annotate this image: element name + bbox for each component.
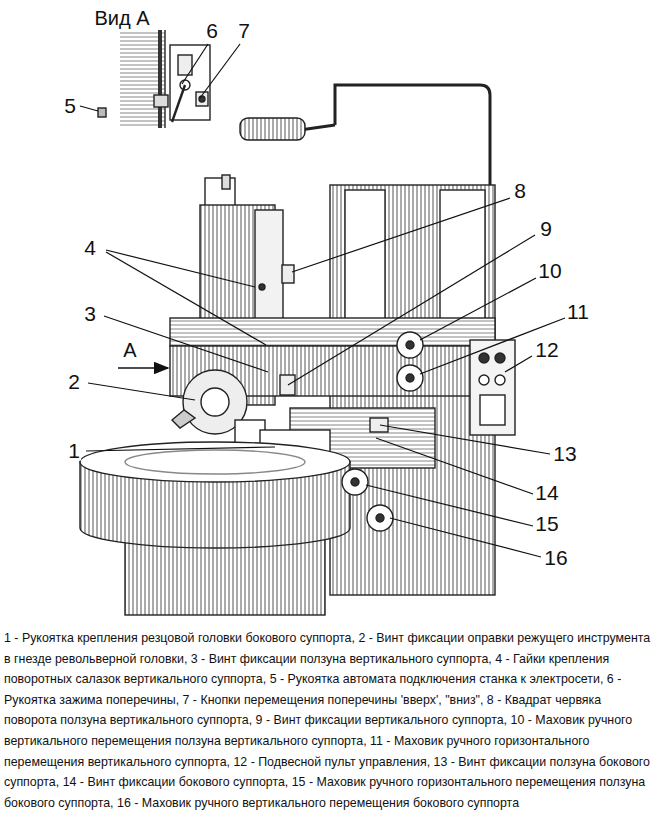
callout-number: 10 (537, 260, 562, 281)
callout-number: 12 (534, 339, 559, 360)
leader-lines (80, 44, 565, 557)
callout-number: 3 (83, 303, 97, 324)
callout-number: 4 (83, 237, 97, 258)
callout-number: 14 (534, 482, 559, 503)
callout-number: 9 (539, 218, 553, 239)
view-title: Вид А (93, 8, 150, 28)
callout-number: 16 (543, 547, 568, 568)
callout-number: 11 (566, 301, 590, 322)
callout-number: 1 (67, 440, 81, 461)
view-arrow-label: А (122, 340, 137, 360)
callout-number: 6 (205, 20, 219, 41)
callout-number: 8 (513, 180, 527, 201)
callout-number: 2 (67, 371, 81, 392)
callout-number: 7 (237, 20, 251, 41)
caption: 1 - Рукоятка крепления резцовой головки … (4, 628, 656, 813)
callout-number: 15 (534, 513, 559, 534)
callout-number: 13 (552, 443, 577, 464)
callout-number: 5 (63, 95, 77, 116)
